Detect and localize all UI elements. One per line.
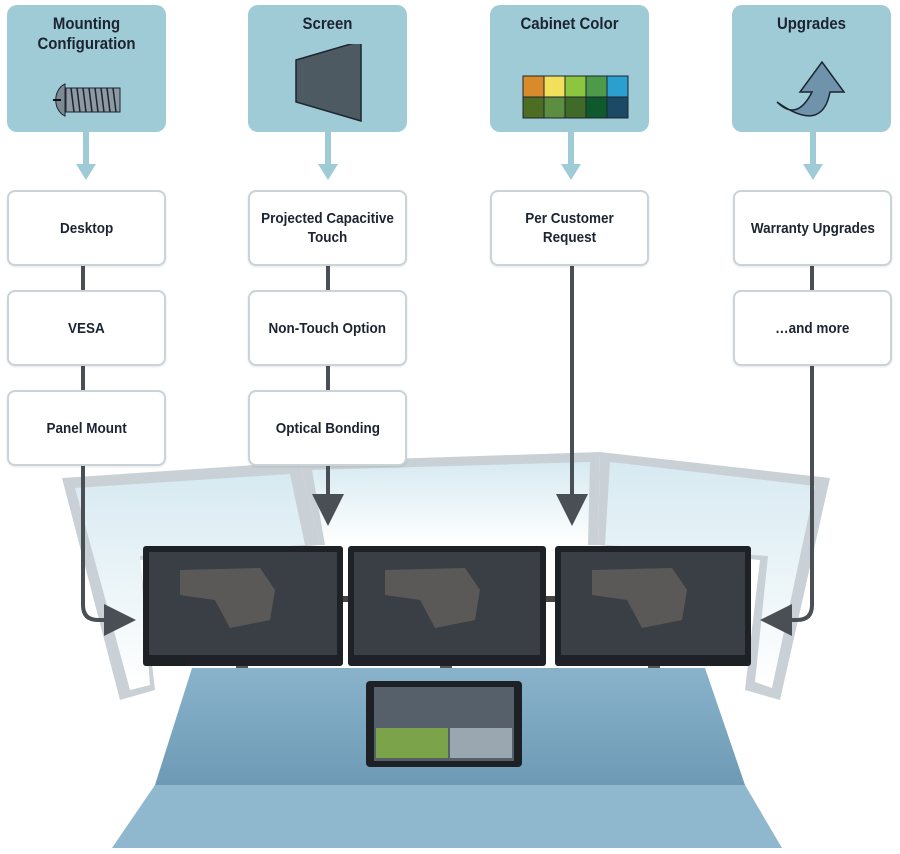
- option-vesa: VESA: [7, 290, 166, 366]
- header-title: Mounting Configuration: [37, 14, 136, 53]
- touch-tablet: [366, 681, 522, 767]
- header-title: Upgrades: [776, 14, 846, 33]
- option-projected-capacitive-touch: Projected Capacitive Touch: [248, 190, 407, 266]
- option-non-touch: Non-Touch Option: [248, 290, 407, 366]
- color-swatch: [606, 75, 629, 98]
- option-desktop: Desktop: [7, 190, 166, 266]
- color-swatch: [585, 75, 608, 98]
- monitor-left: [143, 546, 343, 666]
- option-panel-mount: Panel Mount: [7, 390, 166, 466]
- window-frame: [62, 452, 830, 700]
- color-swatch: [522, 75, 545, 98]
- option-per-customer-request: Per Customer Request: [490, 190, 649, 266]
- desk: [112, 668, 782, 848]
- screw-icon: [53, 83, 121, 117]
- option-warranty-upgrades: Warranty Upgrades: [733, 190, 892, 266]
- color-swatch: [522, 96, 545, 119]
- screen-icon: [295, 44, 362, 123]
- header-cabinet-color: Cabinet Color: [490, 5, 649, 132]
- monitor-center: [348, 546, 546, 666]
- header-mounting-configuration: Mounting Configuration: [7, 5, 166, 132]
- header-title: Screen: [302, 14, 353, 33]
- color-swatch: [543, 96, 566, 119]
- monitors: [143, 546, 751, 675]
- color-swatch: [585, 96, 608, 119]
- header-upgrades: Upgrades: [732, 5, 891, 132]
- upgrade-arrow-icon: [776, 60, 846, 117]
- header-connectors: [76, 132, 823, 180]
- color-swatch: [564, 75, 587, 98]
- color-swatch-icon: [522, 75, 629, 119]
- option-and-more: …and more: [733, 290, 892, 366]
- color-swatch: [606, 96, 629, 119]
- color-swatch: [564, 96, 587, 119]
- option-optical-bonding: Optical Bonding: [248, 390, 407, 466]
- color-swatch: [543, 75, 566, 98]
- flow-lines: [81, 265, 814, 636]
- header-title: Cabinet Color: [520, 14, 619, 33]
- monitor-right: [555, 546, 751, 666]
- header-screen: Screen: [248, 5, 407, 132]
